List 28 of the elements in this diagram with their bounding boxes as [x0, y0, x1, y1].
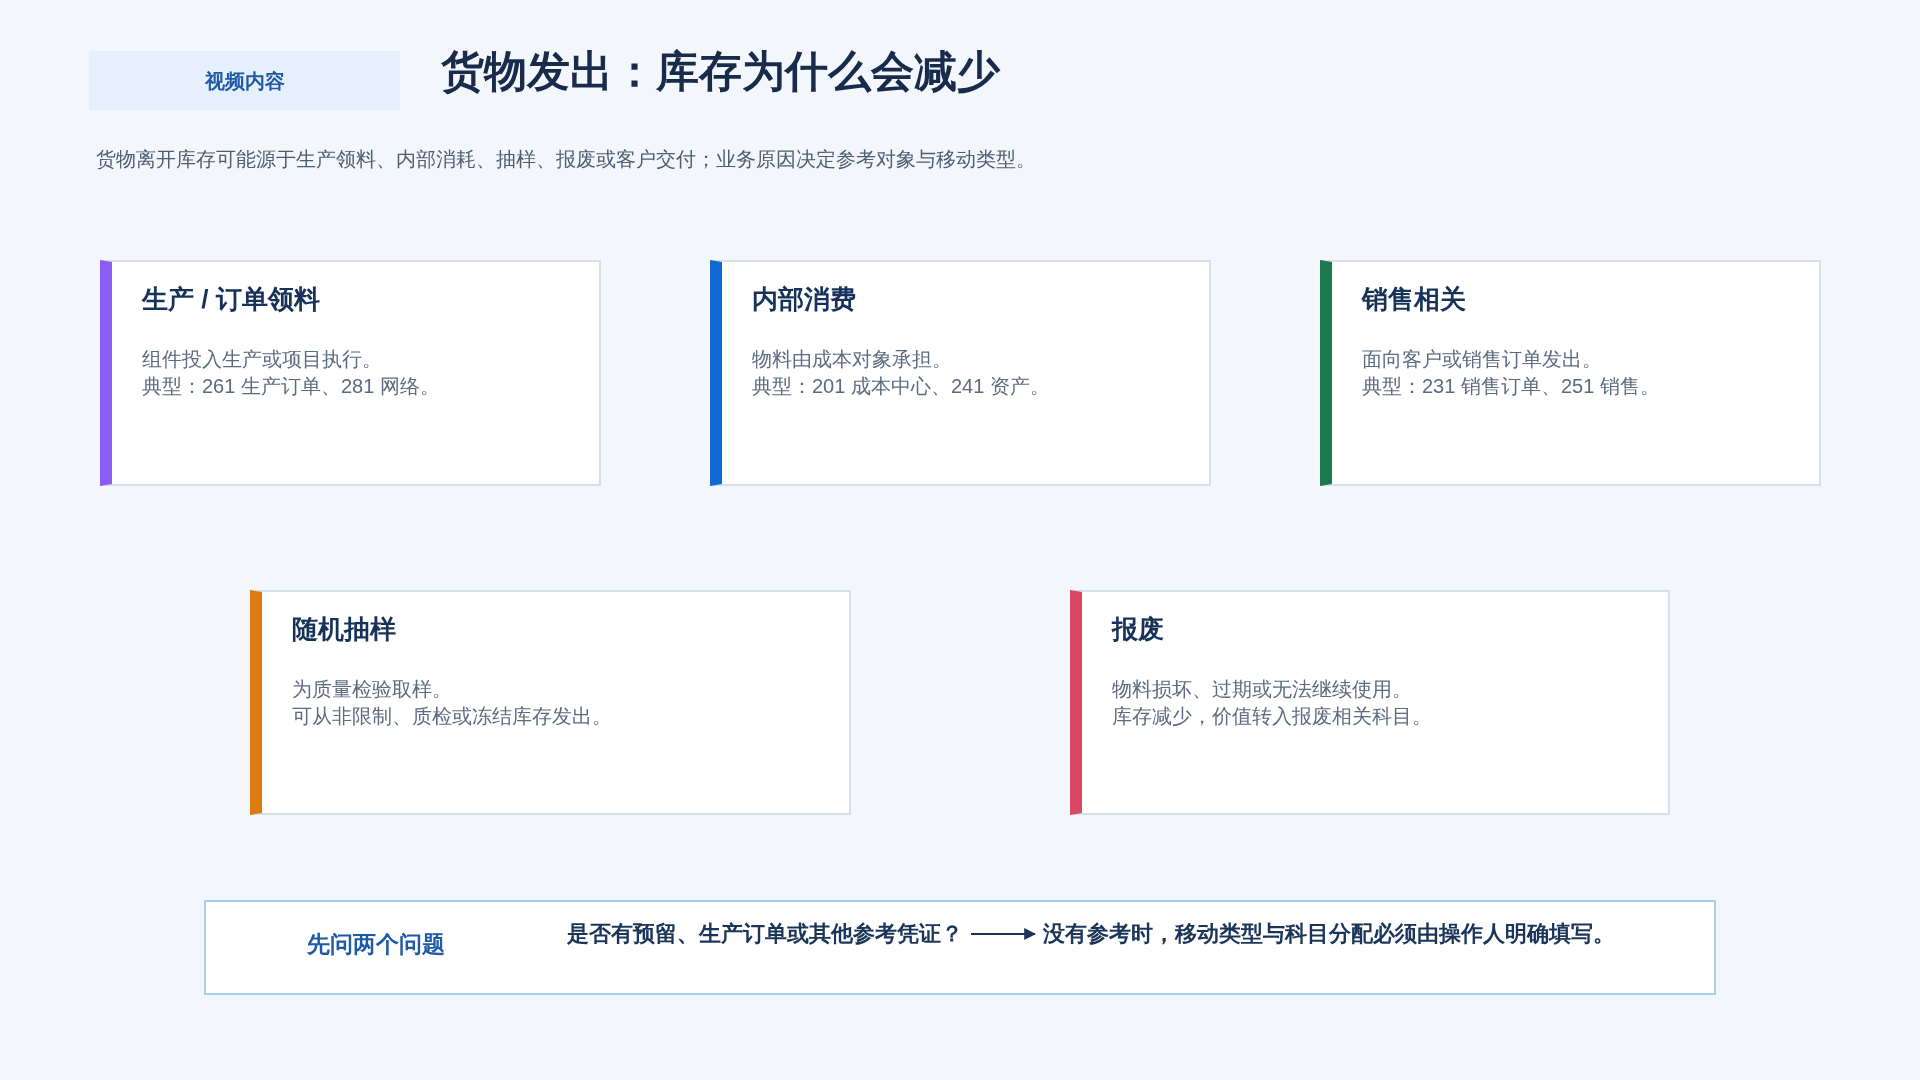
card-text: 可从非限制、质检或冻结库存发出。 [292, 704, 612, 729]
category-card [100, 260, 601, 486]
card-text: 面向客户或销售订单发出。 [1362, 347, 1602, 372]
card-heading: 随机抽样 [292, 613, 396, 646]
card-heading: 销售相关 [1362, 283, 1466, 316]
card-text: 组件投入生产或项目执行。 [142, 347, 382, 372]
category-card [1070, 590, 1670, 815]
title: 货物发出：库存为什么会减少 [441, 46, 1000, 97]
answer-text: 没有参考时，移动类型与科目分配必须由操作人明确填写。 [1043, 919, 1615, 949]
question-panel [204, 900, 1716, 995]
card-text: 典型：231 销售订单、251 销售。 [1362, 374, 1660, 399]
card-text: 物料损坏、过期或无法继续使用。 [1112, 677, 1412, 702]
card-text: 典型：201 成本中心、241 资产。 [752, 374, 1050, 399]
card-text: 物料由成本对象承担。 [752, 347, 952, 372]
panel-heading: 先问两个问题 [307, 930, 445, 959]
question-text: 是否有预留、生产订单或其他参考凭证？ [567, 919, 963, 949]
tag-text: 视频内容 [204, 68, 285, 94]
category-card [1320, 260, 1821, 486]
card-text: 库存减少，价值转入报废相关科目。 [1112, 704, 1432, 729]
card-heading: 报废 [1112, 613, 1164, 646]
arrow [970, 928, 1037, 940]
card-heading: 生产 / 订单领料 [142, 283, 320, 316]
subtitle: 货物离开库存可能源于生产领料、内部消耗、抽样、报废或客户交付；业务原因决定参考对象与移动类型。 [96, 147, 1036, 172]
category-card [250, 590, 851, 815]
card-text: 为质量检验取样。 [292, 677, 452, 702]
card-heading: 内部消费 [752, 283, 856, 316]
card-text: 典型：261 生产订单、281 网络。 [142, 374, 440, 399]
category-card [710, 260, 1211, 486]
